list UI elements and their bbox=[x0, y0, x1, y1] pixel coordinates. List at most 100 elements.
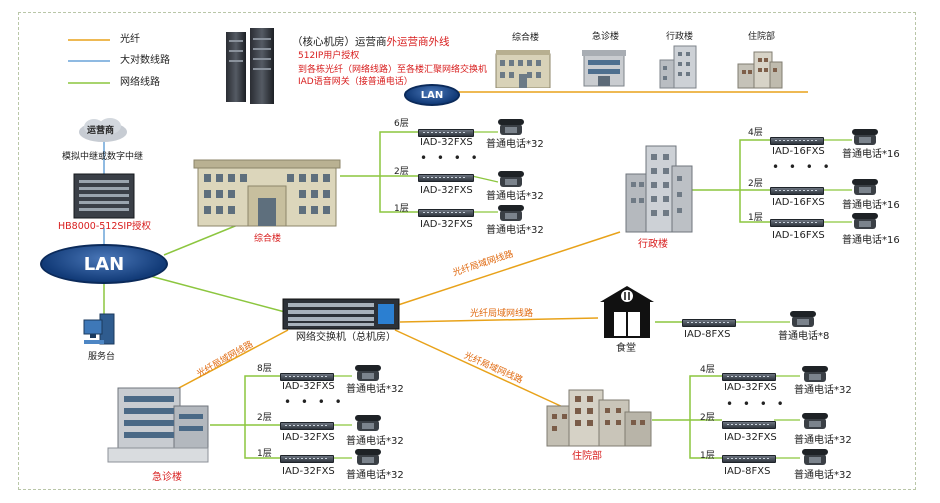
ellipsis: • • • • bbox=[772, 160, 833, 174]
zhuyuan-device-1: IAD-32FXS bbox=[724, 382, 777, 393]
building-icon bbox=[193, 159, 341, 227]
jizhen-floor-3: 1层 bbox=[257, 449, 272, 459]
xingzheng-name: 行政楼 bbox=[638, 239, 668, 250]
core-line-2: 到各栋光纤（网络线路）至各楼汇聚网络交换机 bbox=[298, 65, 488, 75]
building-icon bbox=[107, 387, 209, 463]
top-building-label-1: 综合楼 bbox=[512, 33, 540, 43]
operator-label: 运营商 bbox=[87, 126, 115, 136]
phone-icon bbox=[355, 365, 381, 381]
building-icon bbox=[546, 389, 652, 447]
core-room-title-red: 外运营商外线 bbox=[386, 36, 450, 48]
jizhen-floor-1: 8层 bbox=[257, 364, 272, 374]
core-room-title-text: （核心机房）运营商 bbox=[292, 36, 387, 48]
zhuyuan-phones-2: 普通电话*32 bbox=[794, 435, 852, 446]
zonghe-phones-3: 普通电话*32 bbox=[486, 225, 544, 236]
phone-icon bbox=[355, 449, 381, 465]
phone-icon bbox=[498, 205, 524, 221]
iad-device bbox=[418, 209, 474, 217]
xingzheng-device-2: IAD-16FXS bbox=[772, 197, 825, 208]
zonghe-device-1: IAD-32FXS bbox=[420, 137, 473, 148]
xingzheng-device-1: IAD-16FXS bbox=[772, 146, 825, 157]
shitang-device: IAD-8FXS bbox=[684, 329, 731, 340]
phone-icon bbox=[802, 449, 828, 465]
zhuyuan-device-2: IAD-32FXS bbox=[724, 432, 777, 443]
jizhen-floor-2: 2层 bbox=[257, 413, 272, 423]
xingzheng-phones-2: 普通电话*16 bbox=[842, 200, 900, 211]
switch-icon bbox=[282, 298, 400, 330]
iad-device bbox=[722, 455, 776, 463]
zonghe-device-2: IAD-32FXS bbox=[420, 185, 473, 196]
xingzheng-phones-3: 普通电话*16 bbox=[842, 235, 900, 246]
zhuyuan-floor-3: 1层 bbox=[700, 451, 715, 461]
top-building-label-3: 行政楼 bbox=[666, 32, 694, 42]
phone-icon bbox=[852, 213, 878, 229]
restaurant-icon bbox=[600, 286, 654, 338]
jizhen-name: 急诊楼 bbox=[152, 472, 182, 483]
phone-icon bbox=[790, 311, 816, 327]
zhuyuan-floor-1: 4层 bbox=[700, 365, 715, 375]
ellipsis: • • • • bbox=[726, 397, 787, 411]
server-rack-icon bbox=[226, 28, 274, 104]
shitang-phones: 普通电话*8 bbox=[778, 331, 830, 342]
zonghe-name: 综合楼 bbox=[254, 234, 282, 244]
jizhen-device-3: IAD-32FXS bbox=[282, 466, 335, 477]
building-icon bbox=[495, 50, 551, 88]
phone-icon bbox=[852, 129, 878, 145]
zonghe-phones-1: 普通电话*32 bbox=[486, 139, 544, 150]
iad-device bbox=[280, 455, 334, 463]
iad-device bbox=[770, 187, 824, 195]
phone-icon bbox=[802, 366, 828, 382]
server-icon bbox=[73, 173, 135, 219]
phone-icon bbox=[498, 119, 524, 135]
zhuyuan-floor-2: 2层 bbox=[700, 413, 715, 423]
cloud-icon bbox=[79, 118, 127, 142]
zonghe-floor-2: 2层 bbox=[394, 167, 409, 177]
trunk-label: 模拟中继或数字中继 bbox=[62, 152, 144, 162]
jizhen-device-1: IAD-32FXS bbox=[282, 381, 335, 392]
server-label: HB8000-512SIP授权 bbox=[58, 221, 151, 232]
phone-icon bbox=[355, 415, 381, 431]
core-line-3: IAD语音网关（接普通电话） bbox=[298, 77, 413, 87]
core-line-1: 512IP用户授权 bbox=[298, 51, 360, 61]
iad-device bbox=[280, 422, 334, 430]
ellipsis: • • • • bbox=[420, 151, 481, 165]
top-building-label-4: 住院部 bbox=[748, 32, 776, 42]
xingzheng-device-3: IAD-16FXS bbox=[772, 230, 825, 241]
main-lan-badge: LAN bbox=[40, 244, 168, 284]
xingzheng-floor-1: 4层 bbox=[748, 128, 763, 138]
iad-device bbox=[280, 373, 334, 381]
building-icon bbox=[582, 50, 626, 87]
fiber-label-shitang: 光纤局域网线路 bbox=[470, 309, 534, 319]
zonghe-floor-1: 6层 bbox=[394, 119, 409, 129]
iad-device bbox=[682, 319, 736, 327]
phone-icon bbox=[852, 179, 878, 195]
computer-icon bbox=[83, 313, 115, 345]
zonghe-floor-3: 1层 bbox=[394, 204, 409, 214]
iad-device bbox=[418, 129, 474, 137]
building-icon bbox=[625, 145, 693, 233]
zonghe-phones-2: 普通电话*32 bbox=[486, 191, 544, 202]
top-building-label-2: 急诊楼 bbox=[592, 32, 620, 42]
jizhen-phones-2: 普通电话*32 bbox=[346, 436, 404, 447]
xingzheng-floor-3: 1层 bbox=[748, 213, 763, 223]
zhuyuan-device-3: IAD-8FXS bbox=[724, 466, 771, 477]
shitang-name: 食堂 bbox=[616, 343, 636, 354]
diagram-frame bbox=[18, 12, 916, 490]
iad-device bbox=[770, 219, 824, 227]
iad-device bbox=[722, 373, 776, 381]
zhuyuan-phones-1: 普通电话*32 bbox=[794, 385, 852, 396]
core-lan-badge: LAN bbox=[404, 84, 460, 106]
building-icon bbox=[737, 51, 783, 89]
jizhen-device-2: IAD-32FXS bbox=[282, 432, 335, 443]
zonghe-device-3: IAD-32FXS bbox=[420, 219, 473, 230]
building-icon bbox=[659, 45, 697, 89]
xingzheng-phones-1: 普通电话*16 bbox=[842, 149, 900, 160]
jizhen-phones-1: 普通电话*32 bbox=[346, 384, 404, 395]
legend-network-label: 网络线路 bbox=[120, 77, 160, 88]
service-desk-label: 服务台 bbox=[88, 352, 116, 362]
xingzheng-floor-2: 2层 bbox=[748, 179, 763, 189]
ellipsis: • • • • bbox=[284, 395, 345, 409]
core-room-title: （核心机房）运营商外运营商外线 bbox=[292, 37, 450, 48]
switch-label: 网络交换机（总机房） bbox=[296, 332, 396, 343]
zhuyuan-phones-3: 普通电话*32 bbox=[794, 470, 852, 481]
